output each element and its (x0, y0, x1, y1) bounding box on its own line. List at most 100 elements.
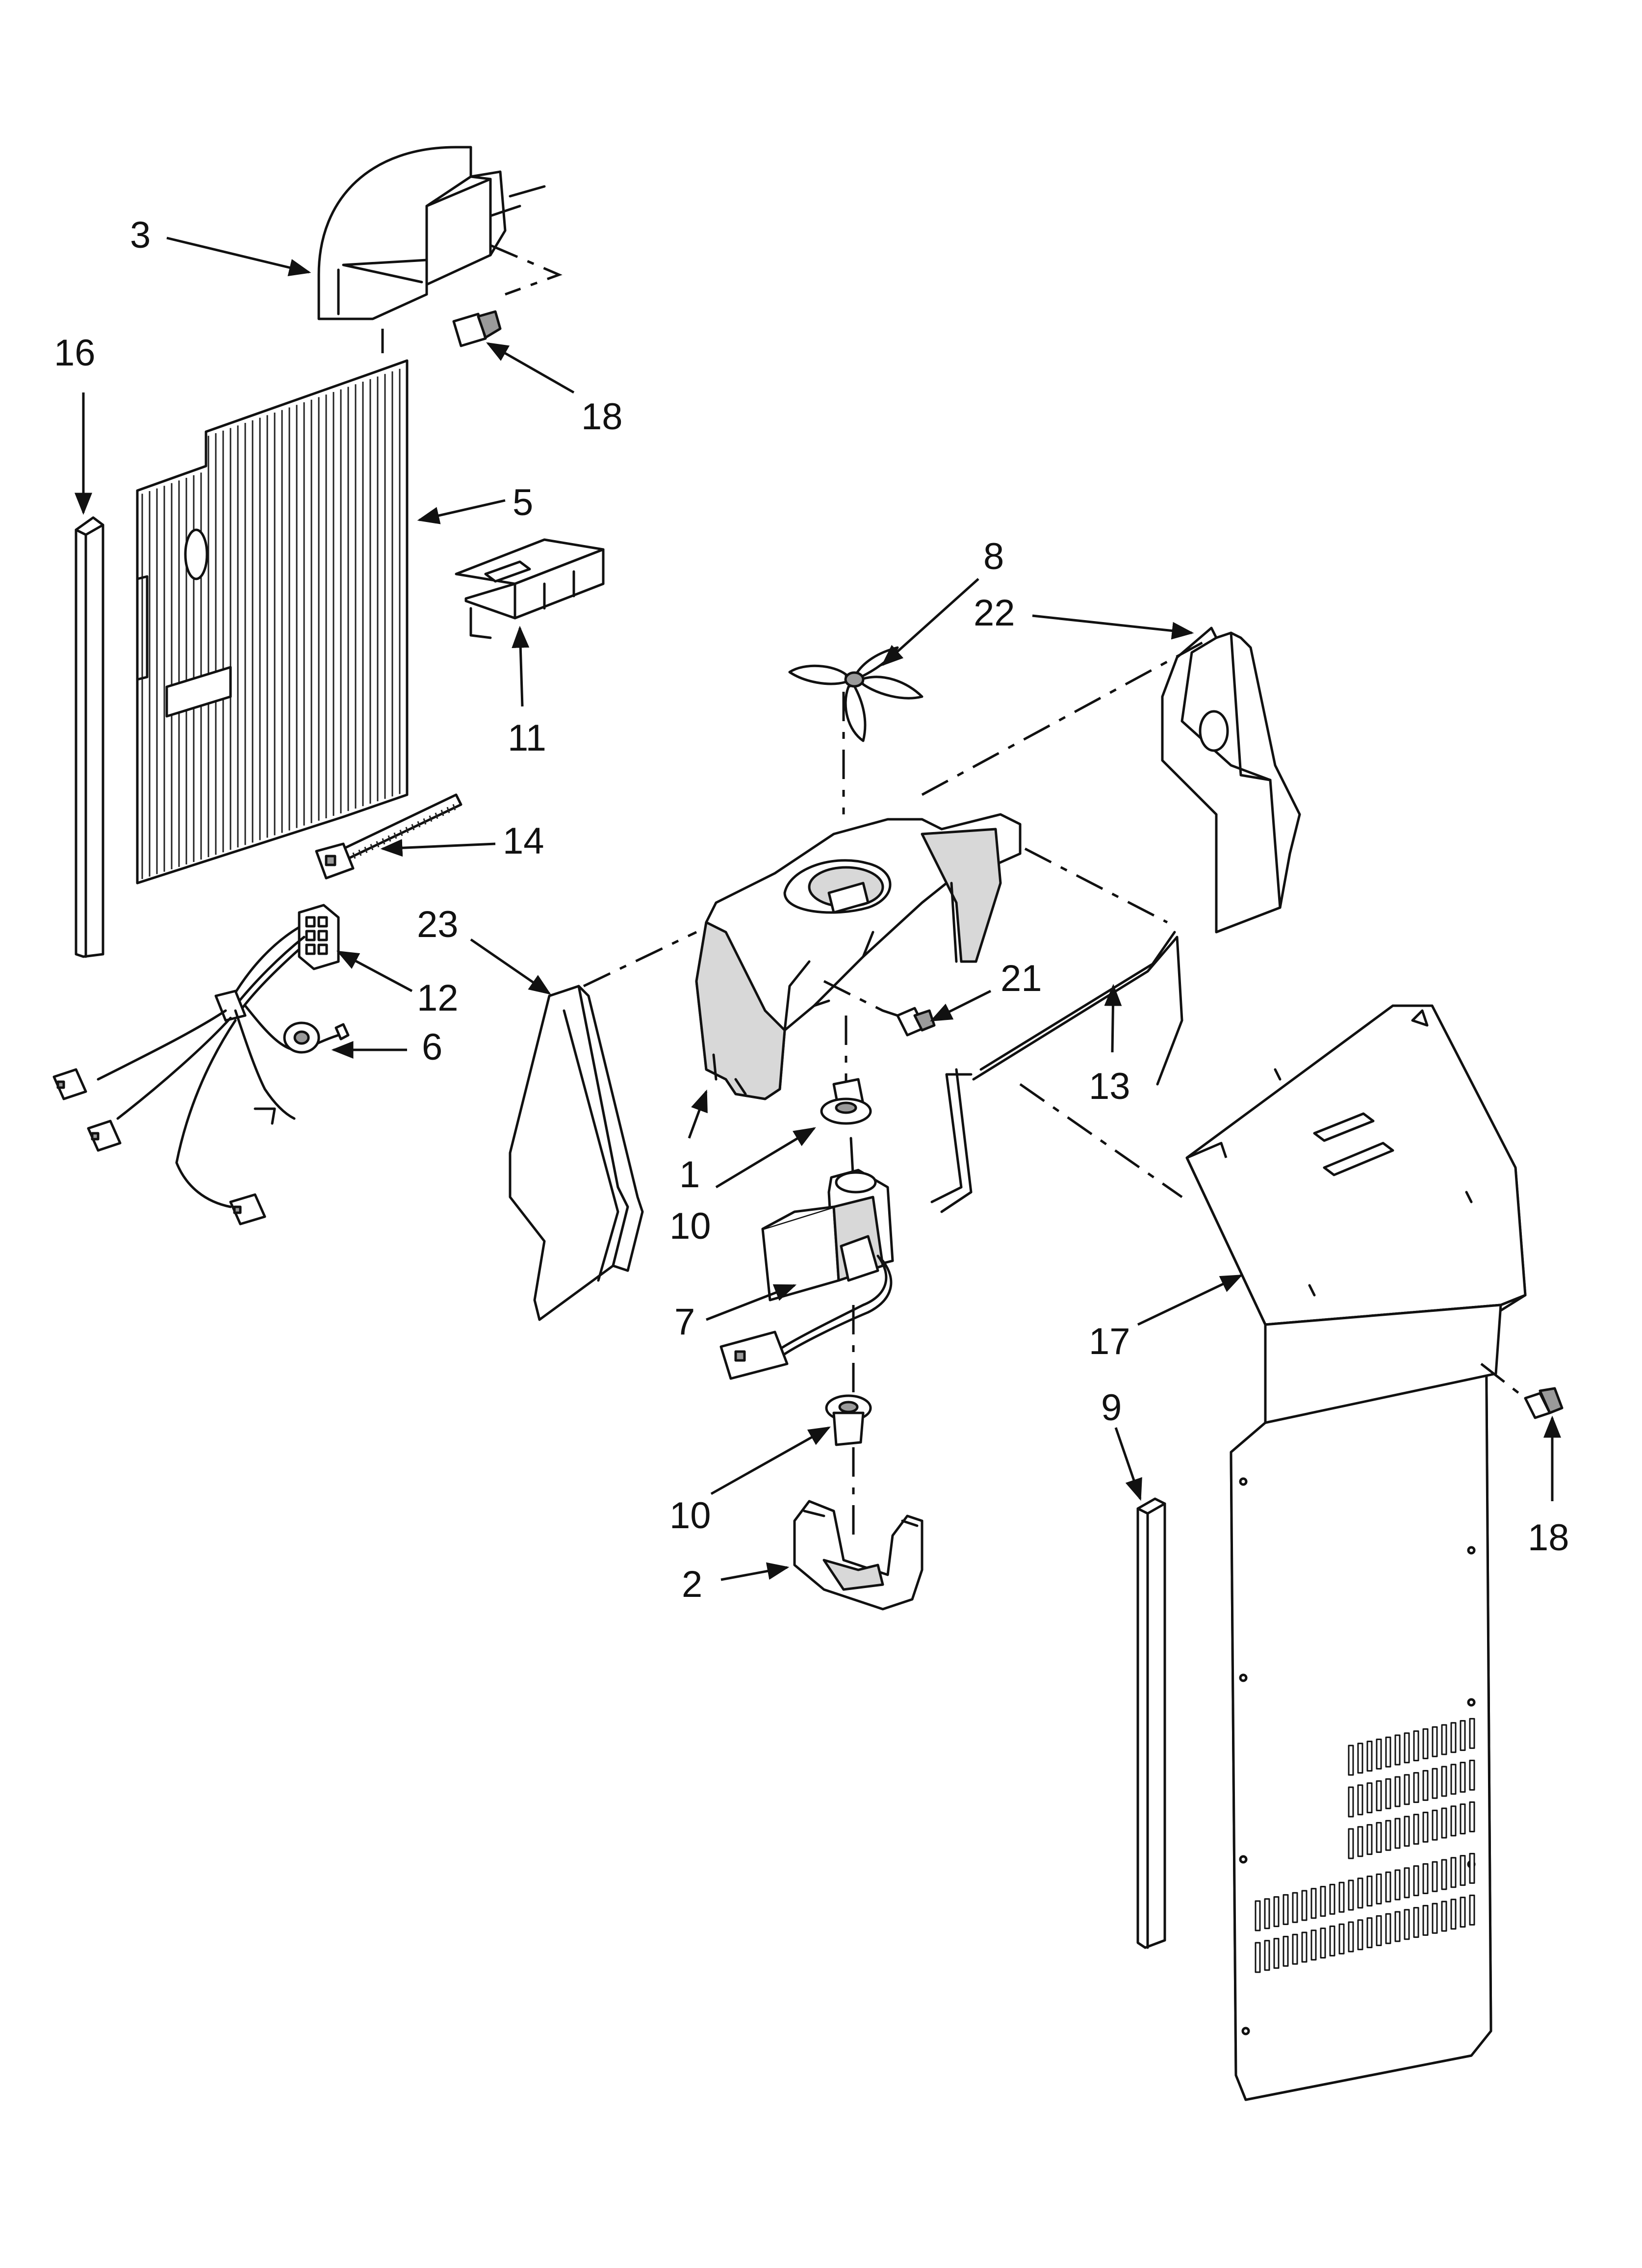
vent-slot (1376, 1915, 1382, 1946)
vent-slot (1450, 1857, 1457, 1888)
vent-slot (1413, 1814, 1419, 1845)
vent-slot (1385, 1871, 1391, 1903)
screw-middle (896, 1007, 936, 1037)
vent-slot (1460, 1803, 1466, 1835)
seal-strip-left (75, 516, 104, 958)
vent-slot (1441, 1766, 1447, 1797)
vent-slot (1292, 1933, 1298, 1965)
vent-slot (1460, 1897, 1466, 1928)
vent-slot (1413, 1772, 1419, 1803)
tie-tooth (440, 809, 444, 816)
vent-slot (1422, 1770, 1429, 1801)
vent-slot (1348, 1786, 1354, 1818)
vent-slot (1460, 1762, 1466, 1793)
vent-slot (1441, 1807, 1447, 1839)
vent-slot (1469, 1718, 1475, 1749)
tie-tooth (446, 807, 450, 813)
vent-slot (1385, 1778, 1391, 1809)
vent-slot (1255, 1900, 1261, 1931)
vent-slot (1422, 1904, 1429, 1936)
motor-grommet-lower (825, 1394, 872, 1446)
vent-slot (1376, 1873, 1382, 1904)
callout-5: 5 (513, 482, 533, 523)
vent-slot (1404, 1816, 1410, 1847)
callout-23: 23 (417, 904, 459, 945)
vent-slot (1394, 1911, 1401, 1942)
connector-pin (317, 930, 328, 941)
connector-pin (305, 916, 316, 928)
vent-slot (1320, 1886, 1326, 1917)
vent-slot (1357, 1743, 1363, 1774)
vent-slot (1450, 1764, 1457, 1795)
grommet (283, 1021, 320, 1054)
leader-arrows (75, 236, 1561, 1581)
tie-tooth (393, 832, 397, 839)
vent-slot (1441, 1901, 1447, 1932)
tie-tooth (411, 824, 415, 831)
tie-tooth (429, 815, 433, 822)
vent-slot (1357, 1826, 1363, 1857)
vent-slot (1404, 1909, 1410, 1940)
callout-8: 8 (983, 536, 1004, 577)
callout-12: 12 (417, 977, 459, 1019)
vent-slot (1385, 1913, 1391, 1944)
callout-6: 6 (422, 1026, 442, 1068)
callout-labels: 3 16 18 5 11 8 22 14 23 12 6 21 13 1 10 … (54, 214, 1569, 1605)
tie-tooth (452, 804, 456, 810)
connector-pin (305, 943, 316, 955)
callout-11: 11 (508, 717, 546, 759)
callout-10: 10 (669, 1205, 711, 1247)
vent-slot (1394, 1734, 1401, 1766)
vent-slot (1432, 1903, 1438, 1934)
callout-10: 10 (669, 1495, 711, 1537)
vent-slot (1432, 1861, 1438, 1892)
vent-slot (1385, 1736, 1391, 1768)
fan-motor (719, 1137, 894, 1380)
vent-slot (1348, 1879, 1354, 1911)
callout-13: 13 (1089, 1066, 1130, 1107)
vent-slot (1366, 1876, 1373, 1907)
vent-slot (1460, 1720, 1466, 1751)
vent-slot (1338, 1881, 1345, 1913)
vent-slot (1273, 1938, 1280, 1969)
tie-tooth (376, 841, 380, 848)
air-duct-cover (317, 146, 563, 353)
vent-slot (1301, 1931, 1308, 1963)
vent-slot (1366, 1824, 1373, 1855)
vent-slot (1348, 1745, 1354, 1776)
callout-21: 21 (1001, 958, 1042, 999)
vent-slot (1273, 1896, 1280, 1928)
screw-right (1480, 1363, 1564, 1419)
cable-tie (315, 793, 462, 880)
vent-slot (1432, 1809, 1438, 1841)
vent-slot (1432, 1726, 1438, 1757)
connector-pin (317, 943, 328, 955)
vent-slot (1450, 1722, 1457, 1753)
callout-22: 22 (974, 592, 1015, 634)
vent-slot (1469, 1894, 1475, 1926)
callout-7: 7 (674, 1301, 695, 1343)
wire-bracket (930, 931, 1183, 1213)
vent-slot (1357, 1919, 1363, 1951)
fan-shroud (695, 813, 1022, 1100)
tie-tooth (370, 844, 374, 851)
callout-1: 1 (679, 1154, 700, 1196)
vent-slot (1413, 1907, 1419, 1938)
tie-tooth (352, 852, 356, 859)
vent-slot (1357, 1784, 1363, 1816)
vent-slot (1292, 1892, 1298, 1923)
vent-slot (1376, 1738, 1382, 1770)
callout-14: 14 (503, 820, 544, 862)
vent-slot (1469, 1759, 1475, 1791)
vent-slot (1357, 1877, 1363, 1909)
vent-slot (1366, 1782, 1373, 1814)
side-panel-right (1161, 626, 1301, 934)
callout-17: 17 (1089, 1321, 1130, 1362)
screw-top (452, 310, 502, 347)
vent-slot (1366, 1741, 1373, 1772)
tie-tooth (358, 849, 362, 856)
vent-slot (1450, 1899, 1457, 1930)
tie-tooth (364, 846, 368, 853)
vent-slot (1422, 1863, 1429, 1894)
bracket (455, 538, 605, 639)
